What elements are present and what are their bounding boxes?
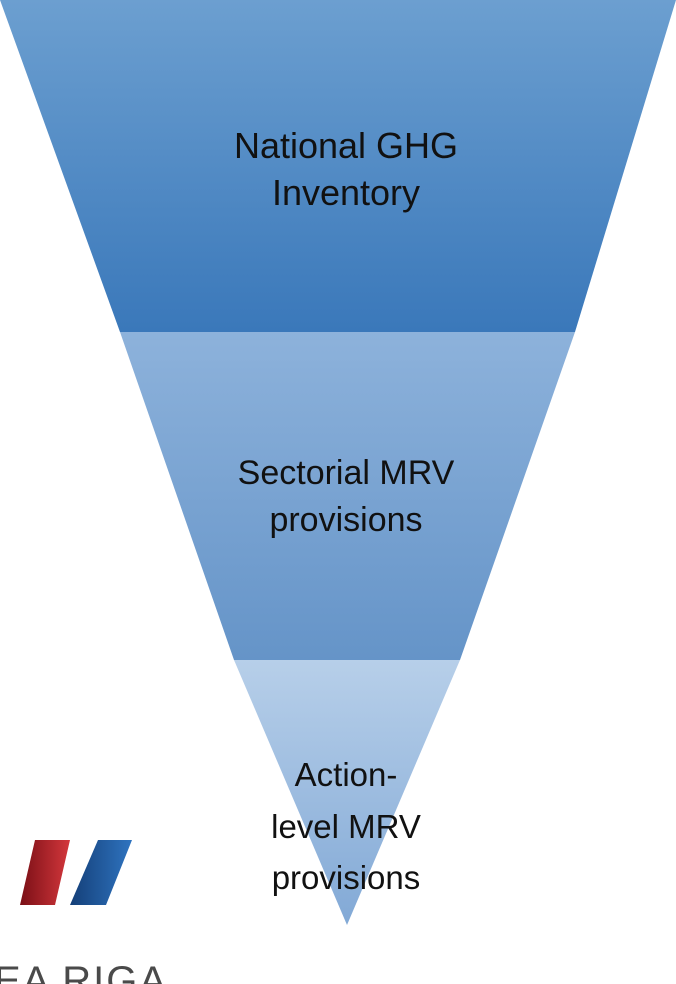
tier-1-label-line-1: National GHG (234, 125, 458, 166)
tier-2-label-line-1: Sectorial MRV (238, 454, 455, 492)
tier-3-label-line-2: level MRV (271, 808, 421, 845)
logo-wordmark: EA RIGA (0, 959, 168, 984)
tier-sectorial-mrv (120, 332, 575, 660)
logo-red-stripe (20, 840, 70, 905)
tier-1-label-line-2: Inventory (272, 172, 420, 213)
tier-3-label-line-1: Action- (295, 756, 398, 793)
logo-blue-stripe (70, 840, 132, 905)
tier-3-label-line-3: provisions (272, 859, 421, 896)
riga-logo: EA RIGA (0, 840, 168, 984)
tier-2-label-line-2: provisions (269, 501, 422, 539)
tier-action-level-mrv (234, 660, 460, 925)
tier-national-ghg-inventory (0, 0, 676, 332)
